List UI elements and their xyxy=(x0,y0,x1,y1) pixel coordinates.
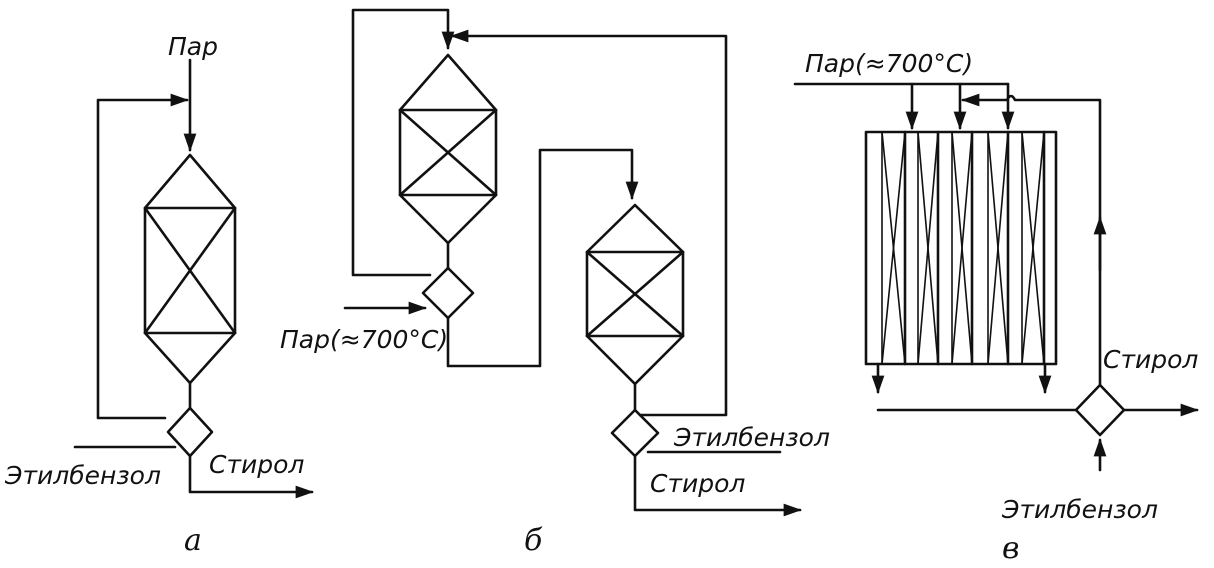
scheme-b-transfer-line xyxy=(446,148,639,368)
scheme-a-ethylbenzene-label: Этилбензол xyxy=(4,461,161,490)
scheme-b-steam-label: Пар(≈700°С) xyxy=(280,325,448,354)
scheme-a: Пар Этилбензол Стирол а xyxy=(4,32,314,558)
scheme-c-feed-line xyxy=(961,93,1102,387)
scheme-c: Пар(≈700°С) Стирол Этилбензол в xyxy=(793,49,1199,566)
scheme-b-heat-exchanger-2 xyxy=(610,408,660,458)
scheme-c-heat-exchanger xyxy=(1074,383,1126,437)
scheme-c-steam-label: Пар(≈700°С) xyxy=(805,49,973,78)
scheme-b-reactor-2 xyxy=(585,203,685,386)
scheme-b-return-line xyxy=(450,29,728,417)
scheme-b: Пар(≈700°С) Этилбензол Стирол б xyxy=(280,8,830,558)
scheme-c-caption: в xyxy=(1002,531,1019,566)
scheme-a-steam-label: Пар xyxy=(168,32,218,61)
scheme-b-recycle-loop-1 xyxy=(351,8,455,277)
scheme-a-recycle-line xyxy=(96,93,189,420)
scheme-b-ethylbenzene-label: Этилбензол xyxy=(673,423,830,452)
scheme-a-styrene-label: Стирол xyxy=(209,450,304,479)
scheme-a-reactor xyxy=(143,153,237,385)
scheme-b-styrene-label: Стирол xyxy=(650,469,745,498)
scheme-c-tubular-reactor xyxy=(864,130,1058,366)
scheme-c-styrene-label: Стирол xyxy=(1103,345,1198,374)
scheme-b-reactor-1 xyxy=(398,53,498,245)
scheme-a-caption: а xyxy=(184,523,202,558)
scheme-a-heat-exchanger xyxy=(166,406,214,458)
scheme-b-caption: б xyxy=(524,523,543,558)
scheme-a-styrene-line xyxy=(188,454,314,499)
scheme-c-ethylbenzene-label: Этилбензол xyxy=(1001,495,1158,524)
scheme-b-styrene-line xyxy=(633,454,802,517)
